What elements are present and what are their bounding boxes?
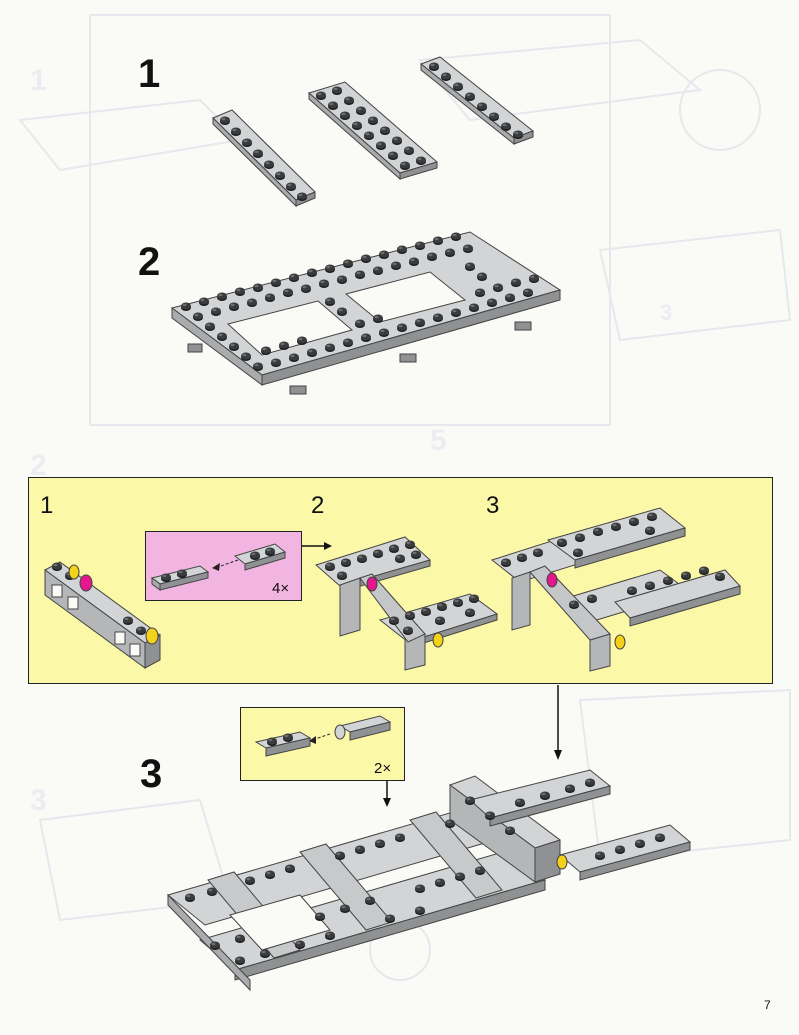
svg-text:3: 3 <box>660 300 672 325</box>
sub-step-number-2: 2 <box>311 492 325 519</box>
step-number-1: 1 <box>138 52 161 96</box>
final-chassis <box>166 769 692 992</box>
sub-step-number-3: 3 <box>486 492 500 519</box>
svg-text:1: 1 <box>30 64 47 97</box>
pin-quantity: 2× <box>374 760 392 777</box>
plate-2x8-middle <box>307 81 439 181</box>
hinge-plate-parts <box>150 543 287 591</box>
step-number-2: 2 <box>138 240 161 284</box>
page-number: 7 <box>764 998 771 1012</box>
svg-text:3: 3 <box>30 784 47 817</box>
plate-1x8-left <box>212 109 316 208</box>
frame-assembly <box>170 231 562 395</box>
svg-text:5: 5 <box>430 424 447 457</box>
hinge-quantity: 4× <box>272 580 290 597</box>
pin-parts <box>254 715 392 757</box>
sub-2-assembly <box>315 536 499 671</box>
step-number-3: 3 <box>140 752 163 796</box>
svg-text:2: 2 <box>30 449 47 482</box>
sub-step-number-1: 1 <box>40 492 54 519</box>
sub-3-assembly <box>490 507 741 672</box>
hinge-callout <box>145 531 302 601</box>
plate-1x8-right <box>419 56 535 146</box>
sub-1-hinge-brick <box>44 561 161 669</box>
